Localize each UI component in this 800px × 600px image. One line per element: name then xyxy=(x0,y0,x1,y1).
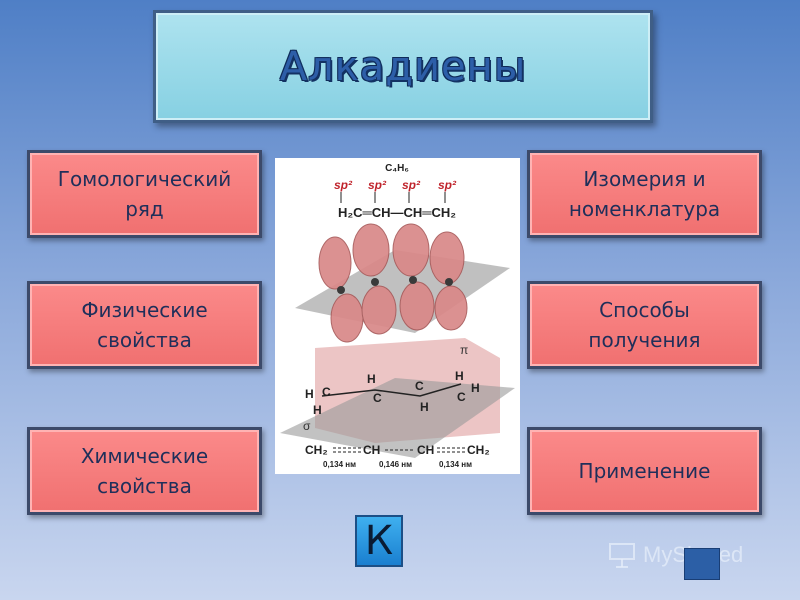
sigma-label: σ xyxy=(303,419,311,433)
atom-c: C xyxy=(373,391,382,405)
p-orbital-lobe xyxy=(330,293,364,343)
p-orbital-lobe xyxy=(399,281,435,331)
p-orbital-lobe xyxy=(392,223,430,277)
bond-length: 0,134 нм xyxy=(439,460,472,469)
button-label: Применение xyxy=(578,459,711,483)
bond-length: 0,146 нм xyxy=(379,460,412,469)
group-ch2: CH₂ xyxy=(467,443,490,457)
atom-h: H xyxy=(471,381,480,395)
carbon-chain xyxy=(321,383,462,397)
sp2-label: sp² xyxy=(438,178,457,192)
atom-h: H xyxy=(455,369,464,383)
sigma-plane xyxy=(280,378,515,458)
atom-h: H xyxy=(313,403,322,417)
sp2-label: sp² xyxy=(368,178,387,192)
p-orbital-lobe xyxy=(352,223,390,277)
atom-c: C xyxy=(322,385,331,399)
title-banner: Алкадиены xyxy=(153,10,653,123)
bond-length: 0,134 нм xyxy=(323,460,356,469)
p-orbital-lobe xyxy=(429,231,465,285)
group-ch: CH xyxy=(417,443,434,457)
p-orbital-lobe xyxy=(318,236,352,290)
group-ch2: CH₂ xyxy=(305,443,328,457)
butadiene-orbital-diagram: C₄H₆ sp² sp² sp² sp² H₂C═CH—CH═CH₂ xyxy=(275,158,520,474)
atom-h: H xyxy=(305,387,314,401)
structural-formula: H₂C═CH—CH═CH₂ xyxy=(338,205,456,220)
presentation-icon xyxy=(609,543,635,568)
slide-title: Алкадиены xyxy=(279,43,527,90)
atom-h: H xyxy=(367,372,376,386)
p-orbital-lobe xyxy=(361,285,397,335)
group-ch: CH xyxy=(363,443,380,457)
p-orbital-lobe xyxy=(434,285,468,331)
atom-h: H xyxy=(420,400,429,414)
nav-square-button[interactable] xyxy=(684,548,720,580)
application-button[interactable]: Применение xyxy=(527,427,762,515)
atom-c: C xyxy=(457,390,466,404)
contents-button[interactable]: К xyxy=(355,515,403,567)
atom-c: C xyxy=(415,379,424,393)
sp2-label: sp² xyxy=(334,178,353,192)
pi-label: π xyxy=(460,343,468,357)
molecular-formula: C₄H₆ xyxy=(385,163,409,174)
sp2-label: sp² xyxy=(402,178,421,192)
